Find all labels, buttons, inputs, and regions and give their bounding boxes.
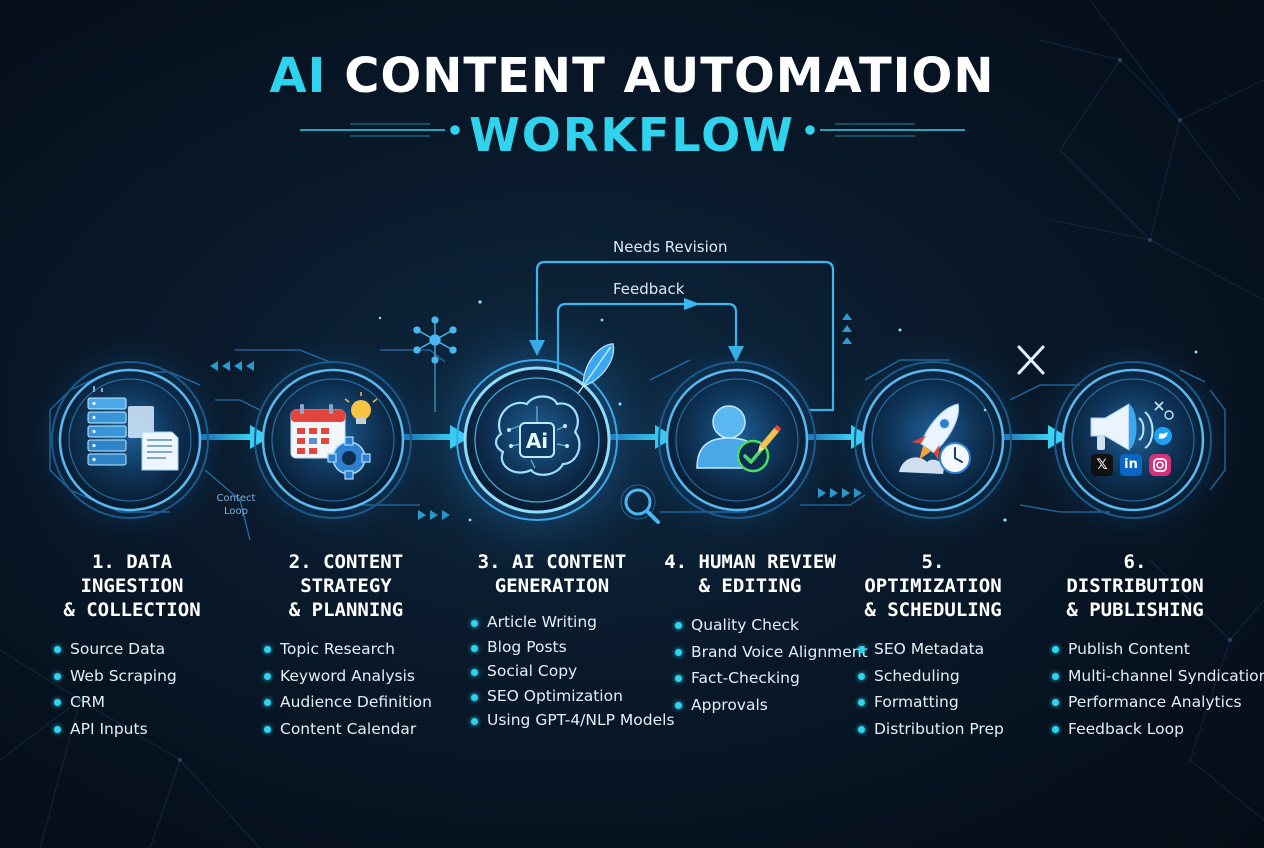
- list-item: API Inputs: [54, 716, 222, 743]
- stage-4-column: 4. HUMAN REVIEW & EDITING Quality Check …: [660, 550, 868, 719]
- ai-brain-icon: Ai: [494, 395, 581, 476]
- list-item: SEO Optimization: [471, 684, 642, 709]
- stage-3-list: Article Writing Blog Posts Social Copy S…: [471, 610, 675, 733]
- calendar-gear-lightbulb-icon: [290, 392, 378, 480]
- stage-1-list: Source Data Web Scraping CRM API Inputs: [54, 636, 222, 742]
- list-item: Audience Definition: [264, 689, 452, 716]
- content-loop-label: Contect Loop: [216, 493, 256, 517]
- network-node-icon: [413, 316, 457, 412]
- feedback-arrow-mid: [684, 298, 700, 310]
- list-item: Article Writing: [471, 610, 642, 635]
- feather-icon: [578, 343, 615, 394]
- list-item: Approvals: [675, 692, 840, 719]
- list-item: Distribution Prep: [858, 716, 1014, 743]
- stage-2-title: 2. CONTENT STRATEGY & PLANNING: [288, 551, 404, 621]
- stage-2-list: Topic Research Keyword Analysis Audience…: [264, 636, 452, 742]
- page-title-line-1: AI CONTENT AUTOMATION: [0, 48, 1264, 104]
- list-item: Keyword Analysis: [264, 663, 452, 690]
- list-item: Formatting: [858, 689, 1014, 716]
- list-item: Fact-Checking: [675, 665, 840, 692]
- stage-6-title: 6. DISTRIBUTION & PUBLISHING: [1066, 551, 1204, 621]
- stage-6-list: Publish Content Multi-channel Syndicatio…: [1052, 636, 1264, 743]
- stage-2-column: 2. CONTENT STRATEGY & PLANNING Topic Res…: [240, 550, 452, 742]
- list-item: Feedback Loop: [1052, 716, 1220, 743]
- list-item: Topic Research: [264, 636, 452, 663]
- stage-5-column: 5. OPTIMIZATION & SCHEDULING SEO Metadat…: [852, 550, 1014, 742]
- social-badges: [1091, 454, 1171, 476]
- stage-6-column: 6. DISTRIBUTION & PUBLISHING Publish Con…: [1050, 550, 1264, 743]
- title-decoration: [300, 123, 965, 137]
- list-item: Quality Check: [675, 612, 840, 639]
- magnifier-icon: [620, 484, 660, 524]
- ai-chip-label: Ai: [526, 429, 548, 453]
- linkedin-badge-icon: in: [1124, 457, 1138, 472]
- x-badge-icon: 𝕏: [1096, 457, 1108, 473]
- reviewer-checkmark-icon: [696, 405, 782, 473]
- list-item: Scheduling: [858, 663, 1014, 690]
- list-item: Blog Posts: [471, 635, 642, 660]
- stage-5-list: SEO Metadata Scheduling Formatting Distr…: [858, 636, 1014, 742]
- stage-4-title: 4. HUMAN REVIEW & EDITING: [664, 551, 836, 597]
- megaphone-social-icon: [1090, 401, 1174, 476]
- stage-4-list: Quality Check Brand Voice Alignment Fact…: [675, 612, 868, 719]
- feedback-label: Feedback: [613, 280, 685, 298]
- list-item: Brand Voice Alignment: [675, 639, 868, 666]
- list-item: Performance Analytics: [1052, 689, 1242, 716]
- list-item: Publish Content: [1052, 636, 1220, 663]
- list-item: SEO Metadata: [858, 636, 1014, 663]
- stage-3-title: 3. AI CONTENT GENERATION: [477, 551, 627, 597]
- stage-1-column: 1. DATA INGESTION & COLLECTION Source Da…: [42, 550, 222, 742]
- list-item: Source Data: [54, 636, 222, 663]
- list-item: Using GPT-4/NLP Models: [471, 708, 675, 733]
- needs-revision-label: Needs Revision: [613, 238, 728, 256]
- list-item: Content Calendar: [264, 716, 452, 743]
- stage-node-1: [20, 330, 240, 550]
- page-title-line-2: WORKFLOW: [469, 108, 795, 162]
- x-logo-icon: [1017, 345, 1045, 375]
- stage-5-title: 5. OPTIMIZATION & SCHEDULING: [864, 551, 1002, 621]
- stage-3-column: 3. AI CONTENT GENERATION Article Writing…: [462, 550, 675, 733]
- list-item: Social Copy: [471, 659, 642, 684]
- title-accent-text: AI: [269, 48, 327, 104]
- list-item: CRM: [54, 689, 222, 716]
- list-item: Multi-channel Syndication: [1052, 663, 1264, 690]
- list-item: Web Scraping: [54, 663, 222, 690]
- needs-revision-loop: [535, 260, 835, 412]
- stage-1-title: 1. DATA INGESTION & COLLECTION: [63, 551, 201, 621]
- title-rest-text: CONTENT AUTOMATION: [326, 48, 995, 104]
- sparkle-dots: [378, 300, 1198, 522]
- data-servers-document-icon: [87, 386, 179, 471]
- rocket-clock-icon: [899, 403, 971, 474]
